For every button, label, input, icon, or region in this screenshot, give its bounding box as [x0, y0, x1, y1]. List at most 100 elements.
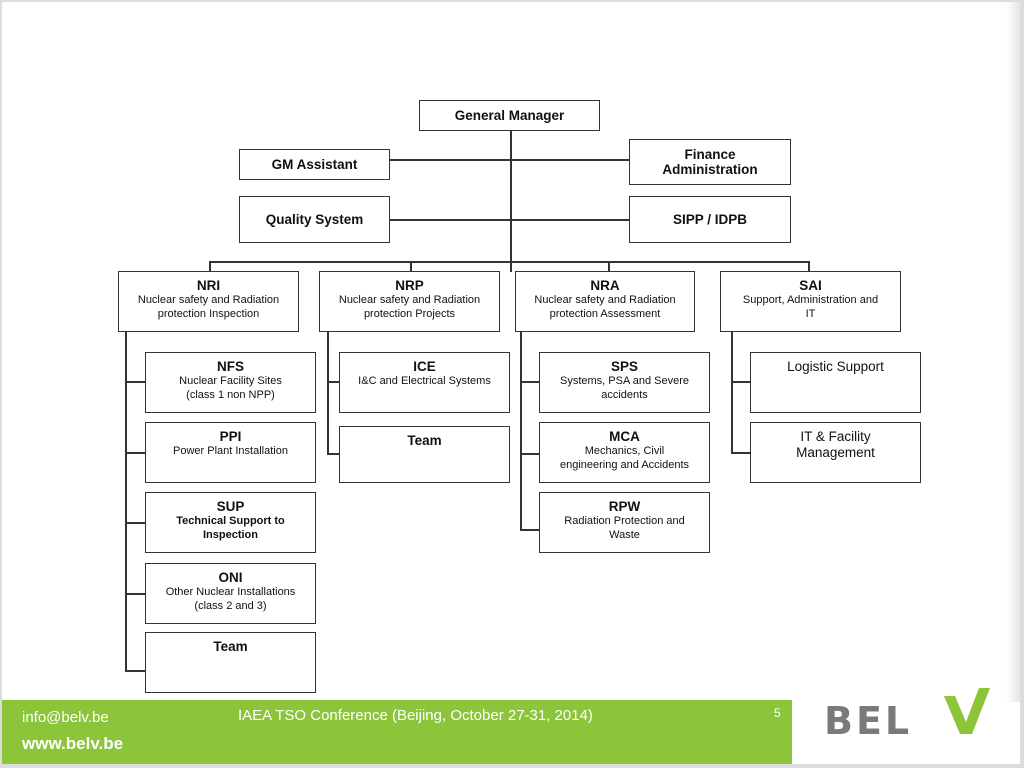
logistic-support-box: Logistic Support — [750, 352, 921, 413]
it-facility-line1: IT & Facility — [800, 429, 871, 444]
it-facility-management-box: IT & Facility Management — [750, 422, 921, 483]
sps-desc-line1: Systems, PSA and Severe — [559, 375, 689, 387]
footer-bar: info@belv.be www.belv.be IAEA TSO Confer… — [2, 700, 792, 764]
itfm-connector — [731, 452, 751, 454]
nfs-code: NFS — [217, 359, 244, 374]
nfs-box: NFS Nuclear Facility Sites (class 1 non … — [145, 352, 316, 413]
nrp-drop-line — [410, 261, 412, 273]
nra-branch-line — [520, 332, 522, 531]
ice-box: ICE I&C and Electrical Systems — [339, 352, 510, 413]
nra-box: NRA Nuclear safety and Radiation protect… — [515, 271, 695, 332]
rpw-box: RPW Radiation Protection and Waste — [539, 492, 710, 553]
nra-code: NRA — [590, 278, 620, 293]
nri-code: NRI — [196, 278, 221, 293]
nrp-team-connector — [327, 453, 340, 455]
sipp-idpb-title: SIPP / IDPB — [672, 212, 748, 227]
ppi-desc-line1: Power Plant Installation — [173, 445, 288, 457]
nra-desc-line1: Nuclear safety and Radiation — [534, 294, 676, 306]
nri-box: NRI Nuclear safety and Radiation protect… — [118, 271, 299, 332]
ppi-box: PPI Power Plant Installation — [145, 422, 316, 483]
logo-check-icon — [944, 688, 990, 734]
mca-box: MCA Mechanics, Civil engineering and Acc… — [539, 422, 710, 483]
nrp-desc-line2: protection Projects — [363, 308, 456, 320]
sps-desc-line2: accidents — [601, 389, 648, 401]
mca-connector — [520, 453, 540, 455]
nri-branch-line — [125, 332, 127, 671]
sai-branch-line — [731, 332, 733, 452]
sai-box: SAI Support, Administration and IT — [720, 271, 901, 332]
ice-connector — [327, 381, 340, 383]
it-facility-line2: Management — [796, 445, 875, 460]
sup-desc-line1: Technical Support to — [176, 515, 285, 527]
oni-box: ONI Other Nuclear Installations (class 2… — [145, 563, 316, 624]
oni-desc-line2: (class 2 and 3) — [194, 600, 267, 612]
nrp-desc-line1: Nuclear safety and Radiation — [338, 294, 481, 306]
sai-desc-line2: IT — [805, 308, 816, 320]
sup-box: SUP Technical Support to Inspection — [145, 492, 316, 553]
nfs-connector — [125, 381, 146, 383]
nrp-box: NRP Nuclear safety and Radiation protect… — [319, 271, 500, 332]
logistic-connector — [731, 381, 751, 383]
nfs-desc-line1: Nuclear Facility Sites — [179, 375, 282, 387]
nri-desc-line1: Nuclear safety and Radiation — [137, 294, 280, 306]
quality-sipp-connector — [389, 219, 630, 221]
quality-system-box: Quality System — [239, 196, 390, 243]
footer-email: info@belv.be — [22, 709, 109, 726]
nri-desc-line2: protection Inspection — [157, 308, 260, 320]
sup-desc-line2: Inspection — [202, 529, 258, 541]
footer-website: www.belv.be — [22, 734, 124, 753]
oni-connector — [125, 593, 146, 595]
gm-assistant-finance-connector — [389, 159, 630, 161]
rpw-code: RPW — [608, 499, 641, 514]
mca-desc-line1: Mechanics, Civil — [584, 445, 665, 457]
ppi-connector — [125, 452, 146, 454]
page-number: 5 — [774, 706, 781, 720]
department-bus-line — [209, 261, 809, 263]
nrp-code: NRP — [395, 278, 424, 293]
rpw-desc-line1: Radiation Protection and — [564, 515, 685, 527]
rpw-desc-line2: Waste — [609, 529, 640, 541]
nrp-team-box: Team — [339, 426, 510, 483]
oni-desc-line1: Other Nuclear Installations — [165, 586, 296, 598]
sipp-idpb-box: SIPP / IDPB — [629, 196, 791, 243]
nrp-team-title: Team — [407, 433, 442, 448]
sup-code: SUP — [216, 499, 245, 514]
mca-desc-line2: engineering and Accidents — [559, 459, 690, 471]
slide-edge-shadow — [1006, 2, 1020, 702]
finance-title-line1: Finance — [684, 147, 736, 162]
footer-conference: IAEA TSO Conference (Beijing, October 27… — [238, 707, 593, 724]
nri-team-box: Team — [145, 632, 316, 693]
gm-assistant-box: GM Assistant — [239, 149, 390, 180]
mca-code: MCA — [609, 429, 640, 444]
quality-system-title: Quality System — [265, 212, 364, 227]
nri-team-connector — [125, 670, 146, 672]
nri-drop-line — [209, 261, 211, 273]
sai-drop-line — [808, 261, 810, 273]
sps-connector — [520, 381, 540, 383]
rpw-connector — [520, 529, 540, 531]
nfs-desc-line2: (class 1 non NPP) — [186, 389, 275, 401]
sup-connector — [125, 522, 146, 524]
oni-code: ONI — [218, 570, 243, 585]
finance-administration-box: Finance Administration — [629, 139, 791, 185]
sai-code: SAI — [799, 278, 822, 293]
belv-logo: BEL — [824, 686, 994, 746]
ice-code: ICE — [413, 359, 436, 374]
nri-team-title: Team — [213, 639, 248, 654]
finance-title-line2: Administration — [662, 162, 758, 177]
ppi-code: PPI — [219, 429, 242, 444]
nra-drop-line — [608, 261, 610, 273]
sai-desc-line1: Support, Administration and — [742, 294, 879, 306]
general-manager-box: General Manager — [419, 100, 600, 131]
nrp-branch-line — [327, 332, 329, 455]
sps-box: SPS Systems, PSA and Severe accidents — [539, 352, 710, 413]
sps-code: SPS — [610, 359, 638, 374]
ice-desc-line1: I&C and Electrical Systems — [358, 375, 491, 387]
general-manager-title: General Manager — [454, 108, 565, 123]
gm-assistant-title: GM Assistant — [271, 157, 358, 172]
logistic-support-title: Logistic Support — [787, 359, 884, 374]
gm-trunk-line — [510, 131, 512, 272]
nra-desc-line2: protection Assessment — [549, 308, 661, 320]
logo-text: BEL — [824, 699, 913, 743]
